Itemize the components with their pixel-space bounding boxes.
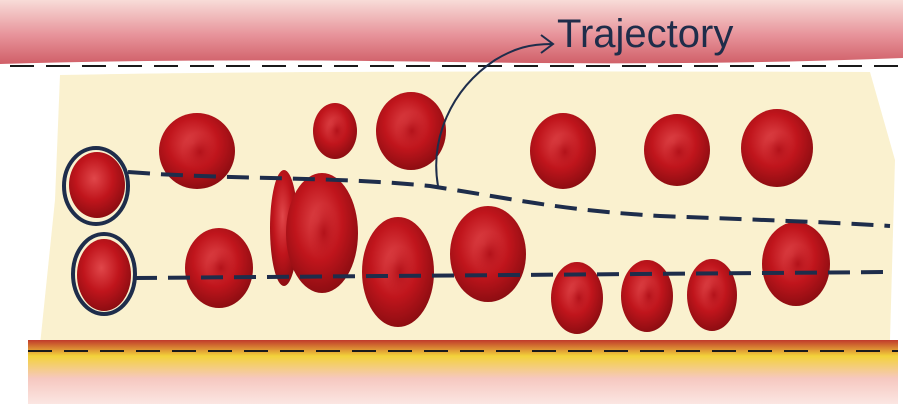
rbc (762, 222, 830, 306)
trajectory-label: Trajectory (557, 14, 733, 54)
vessel-wall-top (0, 0, 903, 64)
tracked-cell-1 (69, 152, 125, 218)
rbc (621, 260, 673, 332)
rbc (185, 228, 253, 308)
rbc (741, 109, 813, 187)
rbc (362, 217, 434, 327)
rbc (313, 103, 357, 159)
rbc (530, 113, 596, 189)
vessel-wall-bottom (28, 340, 898, 404)
tracked-cell-2 (77, 239, 131, 311)
rbc (644, 114, 710, 186)
rbc (450, 206, 526, 302)
rbc (687, 259, 737, 331)
